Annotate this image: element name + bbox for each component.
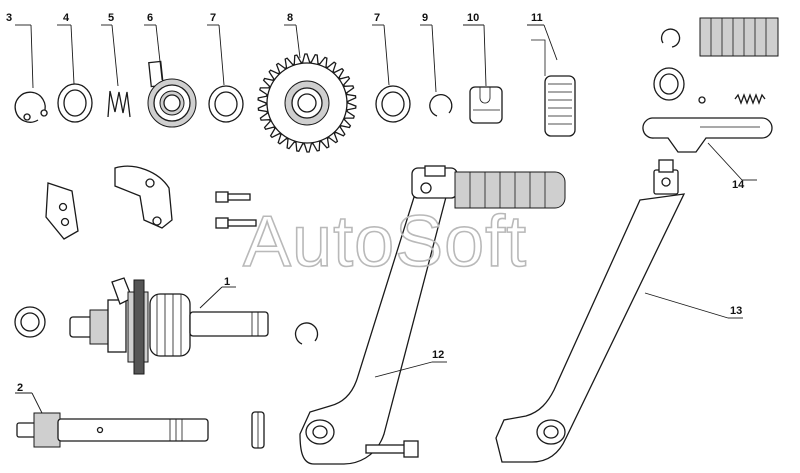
part-bolt-short (215, 191, 251, 203)
leader-11 (543, 24, 558, 61)
watermark-text: AutoSoft (243, 202, 527, 282)
part-1-kickstart-shaft (69, 277, 269, 375)
callout-7b: 7 (374, 12, 380, 24)
callout-2: 2 (17, 382, 23, 394)
part-bolt-long (215, 217, 257, 229)
leader-9 (431, 24, 437, 93)
part-7-washer-a (208, 85, 244, 123)
part-spring-pin (251, 411, 265, 449)
part-5-spring (107, 90, 131, 118)
part-circlip-small (660, 28, 681, 48)
callout-9: 9 (422, 12, 428, 24)
part-detent-spring (734, 93, 766, 105)
part-stopper-plate-large (114, 165, 173, 229)
leader-10 (483, 24, 487, 87)
part-4-washer (57, 83, 93, 123)
part-stopper-plate-small (45, 182, 79, 240)
part-13-lever-arm (495, 159, 686, 463)
callout-6: 6 (147, 12, 153, 24)
leader-4 (70, 24, 75, 85)
callout-8: 8 (287, 12, 293, 24)
part-7-washer-b (375, 85, 411, 123)
leader-14 (707, 142, 743, 181)
callout-7a: 7 (210, 12, 216, 24)
part-14-footrest-lever (642, 117, 773, 153)
part-3-circlip (14, 91, 48, 123)
leader-1 (199, 286, 223, 309)
leader-5 (111, 24, 119, 87)
leader-13 (644, 292, 729, 319)
callout-12: 12 (432, 349, 444, 361)
part-rubber-grip (699, 17, 779, 57)
leader-2 (31, 392, 43, 414)
leader-8 (295, 24, 301, 59)
leader-7b (383, 24, 390, 86)
part-2-shaft (16, 412, 209, 448)
callout-14: 14 (732, 179, 745, 191)
part-10-block (469, 86, 503, 124)
leader-6 (155, 24, 163, 81)
part-11-torsion-spring (531, 39, 576, 137)
part-washer-left (14, 306, 46, 338)
callout-11: 11 (531, 12, 543, 24)
callout-4: 4 (63, 12, 70, 24)
part-ball (698, 96, 706, 104)
part-12-kickstart-lever (299, 165, 566, 465)
leader-3 (30, 24, 34, 89)
callout-1: 1 (224, 276, 230, 288)
callout-10: 10 (467, 12, 479, 24)
part-8-large-gear (257, 53, 357, 153)
part-6-ratchet-gear (147, 60, 197, 128)
callout-13: 13 (730, 305, 742, 317)
part-circlip-mid (294, 322, 319, 345)
leader-7a (218, 24, 225, 86)
callout-5: 5 (108, 12, 114, 24)
part-9-circlip (429, 94, 453, 117)
leader-12 (374, 361, 433, 378)
callout-3: 3 (6, 12, 12, 24)
part-washer-right (653, 67, 685, 101)
part-bolt-lever (365, 440, 419, 458)
